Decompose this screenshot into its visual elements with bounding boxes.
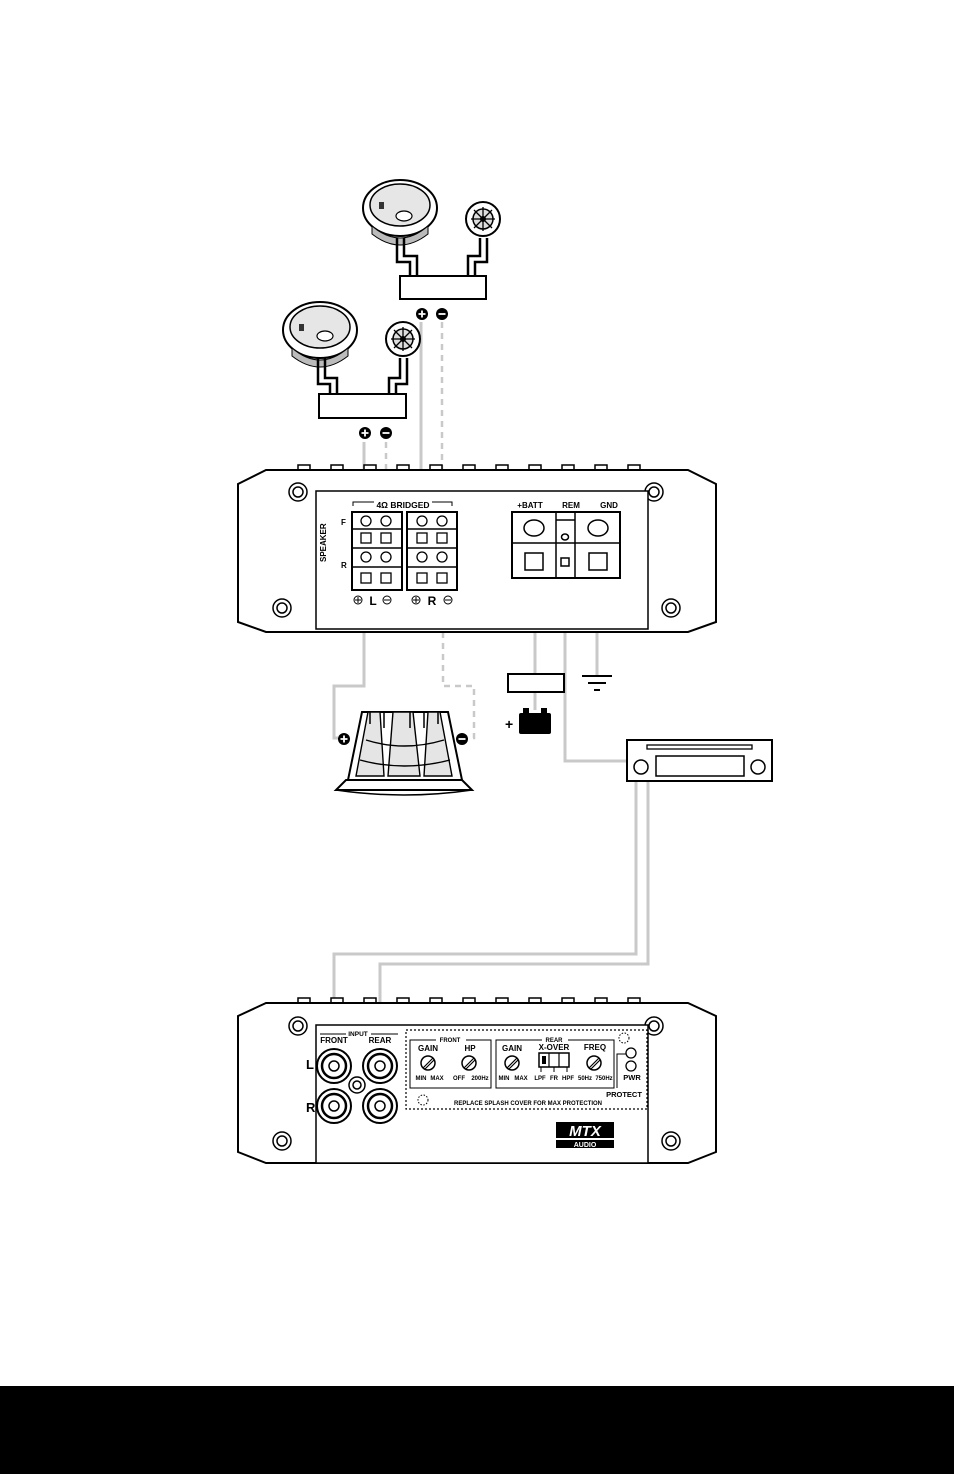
front-group-label: FRONT <box>440 1038 461 1044</box>
rem-label: REM <box>562 501 580 510</box>
xover-option-hpf: HPF <box>562 1076 574 1082</box>
front-gain-max: MAX <box>430 1076 443 1082</box>
xover-label: X-OVER <box>539 1043 570 1052</box>
subwoofer-icon <box>336 712 472 795</box>
front-gain-knob[interactable] <box>421 1056 435 1070</box>
pwr-label: PWR <box>623 1073 641 1082</box>
head-unit <box>627 740 772 781</box>
screw-icon <box>349 1077 365 1093</box>
freq-min: 50Hz <box>578 1076 592 1082</box>
front-hp-label: HP <box>464 1044 476 1053</box>
row-rear-label: R <box>341 561 347 570</box>
tweeter-icon <box>466 202 500 236</box>
amplifier-top: SPEAKER 4Ω BRIDGED F R <box>238 465 716 632</box>
front-hp-knob[interactable] <box>462 1056 476 1070</box>
freq-label: FREQ <box>584 1043 606 1052</box>
rca-rear-left-jack[interactable] <box>363 1049 397 1083</box>
component-speaker-set-1 <box>363 180 500 299</box>
speaker-label: SPEAKER <box>319 523 328 562</box>
rear-gain-min: MIN <box>499 1076 510 1082</box>
brand-label: MTX <box>569 1123 602 1140</box>
row-right-label: R <box>306 1100 316 1115</box>
rear-gain-label: GAIN <box>502 1044 522 1053</box>
crossover-box <box>400 276 486 299</box>
rear-input-label: REAR <box>369 1036 392 1045</box>
mtx-logo: MTX AUDIO <box>556 1122 614 1149</box>
protect-led-icon <box>626 1061 636 1071</box>
power-terminal-block[interactable] <box>512 512 620 578</box>
xover-switch[interactable] <box>539 1053 569 1067</box>
rca-front-right-jack[interactable] <box>317 1089 351 1123</box>
rca-rear-right-jack[interactable] <box>363 1089 397 1123</box>
gnd-label: GND <box>600 501 618 510</box>
woofer-icon <box>363 180 437 245</box>
row-left-label: L <box>306 1057 314 1072</box>
batt-label: +BATT <box>517 501 543 510</box>
speaker-terminal-block-right[interactable] <box>407 512 457 590</box>
front-gain-label: GAIN <box>418 1044 438 1053</box>
crossover-box <box>319 394 406 418</box>
channel-left-label: L <box>369 594 376 608</box>
battery-plus-label: + <box>505 716 513 732</box>
terminal-symbols-set-1 <box>416 308 448 320</box>
woofer-icon <box>283 302 357 367</box>
terminal-symbols-set-2 <box>359 427 392 439</box>
channel-right-label: R <box>428 594 437 608</box>
freq-knob[interactable] <box>587 1056 601 1070</box>
splash-note: REPLACE SPLASH COVER FOR MAX PROTECTION <box>454 1101 602 1107</box>
ground-icon <box>582 676 612 690</box>
rear-gain-knob[interactable] <box>505 1056 519 1070</box>
rear-gain-max: MAX <box>514 1076 527 1082</box>
xover-option-lpf: LPF <box>534 1076 546 1082</box>
speaker-terminal-block-left[interactable] <box>352 512 402 590</box>
freq-max: 750Hz <box>595 1076 612 1082</box>
front-gain-min: MIN <box>416 1076 427 1082</box>
xover-option-fr: FR <box>550 1076 559 1082</box>
front-hp-max: 200Hz <box>471 1076 488 1082</box>
bridged-label: 4Ω BRIDGED <box>376 500 429 510</box>
rca-front-left-jack[interactable] <box>317 1049 351 1083</box>
battery-icon <box>519 708 551 734</box>
page-footer-bar <box>0 1386 954 1474</box>
row-front-label: F <box>341 518 346 527</box>
knob-icon <box>634 760 648 774</box>
amplifier-bottom: INPUT FRONT REAR L R <box>238 998 716 1163</box>
pwr-led-icon <box>626 1048 636 1058</box>
input-label: INPUT <box>348 1031 368 1038</box>
brand-sub-label: AUDIO <box>574 1142 597 1149</box>
tweeter-icon <box>386 322 420 356</box>
front-input-label: FRONT <box>320 1036 348 1045</box>
knob-icon <box>751 760 765 774</box>
fuse-holder <box>508 674 564 692</box>
component-speaker-set-2 <box>283 302 420 418</box>
front-hp-min: OFF <box>453 1076 465 1082</box>
protect-label: PROTECT <box>606 1090 642 1099</box>
